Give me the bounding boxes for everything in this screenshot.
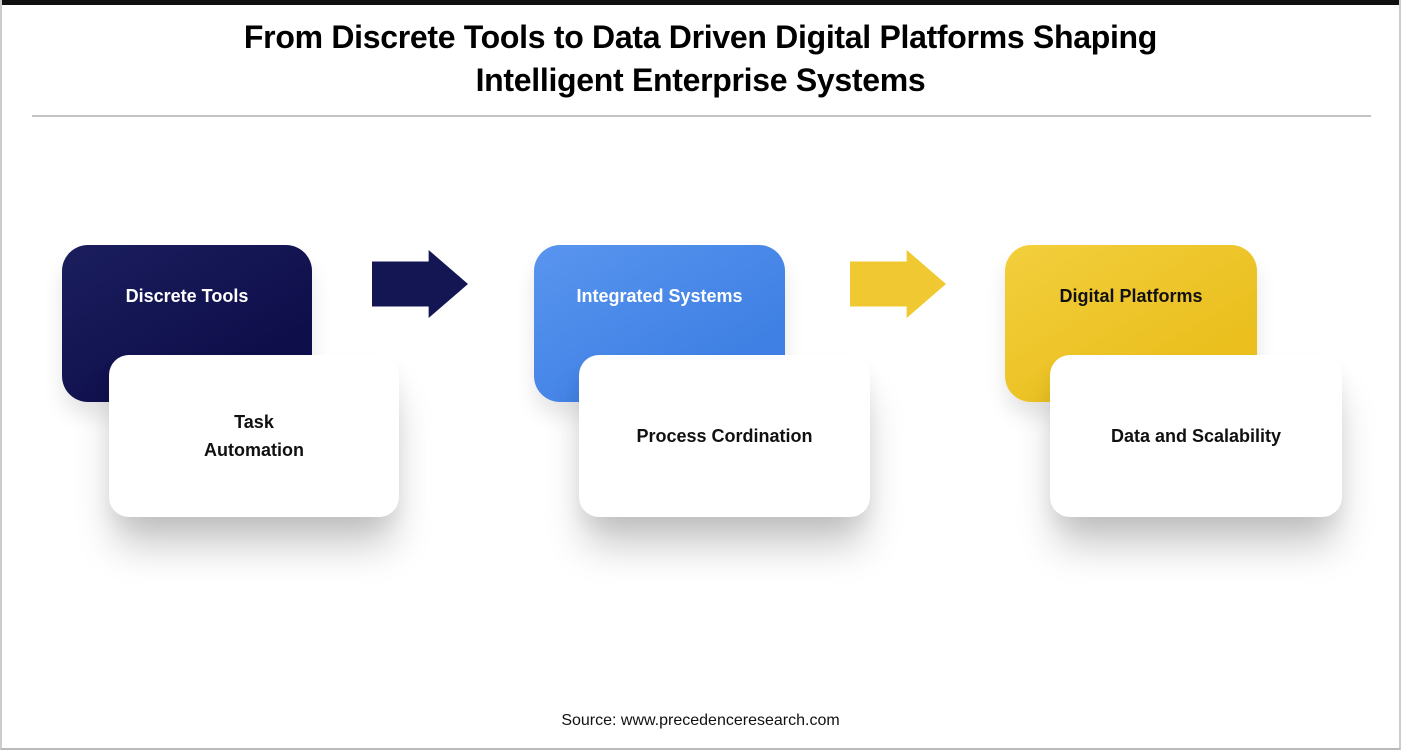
stage-label-integrated-systems: Integrated Systems [576, 286, 743, 306]
page-title-line-2: Intelligent Enterprise Systems [475, 62, 926, 98]
source-text: Source: www.precedenceresearch.com [561, 712, 840, 729]
top-border-bar [2, 0, 1399, 5]
detail-card-data-and-scalability: Data and Scalability [1050, 355, 1342, 517]
page-title-line-1: From Discrete Tools to Data Driven Digit… [243, 19, 1158, 55]
detail-card-process-cordination: Process Cordination [579, 355, 870, 517]
stage-label-digital-platforms: Digital Platforms [1059, 286, 1203, 306]
stage-label-discrete-tools: Discrete Tools [125, 286, 249, 306]
page-title: From Discrete Tools to Data Driven Digit… [2, 16, 1399, 102]
detail-card-text-line: Task [234, 412, 274, 432]
arrow-right-icon [850, 250, 946, 318]
arrow-right-icon [372, 250, 468, 318]
detail-card-text-line: Data and Scalability [1110, 426, 1282, 446]
detail-card-task-automation: Task Automation [109, 355, 399, 517]
title-divider [32, 115, 1371, 117]
detail-card-text-line: Automation [204, 440, 304, 460]
detail-card-text-line: Process Cordination [636, 426, 813, 446]
